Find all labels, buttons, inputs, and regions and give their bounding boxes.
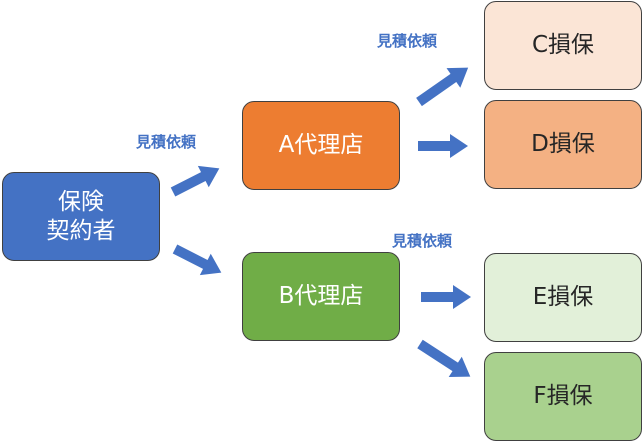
node-insurer-e: E損保 [484, 253, 642, 342]
label-request-cd: 見積依頼 [377, 32, 438, 50]
node-insurer-d: D損保 [484, 100, 642, 189]
label-request-ef: 見積依頼 [392, 232, 453, 250]
arrow-policyholder-to-agency-a [170, 165, 220, 197]
arrow-policyholder-to-agency-b [172, 244, 222, 276]
node-insurer-f: F損保 [484, 352, 642, 441]
arrow-agency-a-to-insurer-c [416, 67, 469, 107]
arrow-agency-b-to-insurer-f [417, 339, 471, 377]
label-request-a: 見積依頼 [136, 133, 197, 151]
node-agency-a: A代理店 [242, 101, 400, 190]
node-insurer-c: C損保 [484, 1, 642, 90]
arrow-agency-a-to-insurer-d [418, 134, 468, 158]
arrow-agency-b-to-insurer-e [421, 285, 471, 309]
node-policyholder: 保険 契約者 [2, 172, 160, 261]
node-agency-b: B代理店 [242, 252, 400, 341]
